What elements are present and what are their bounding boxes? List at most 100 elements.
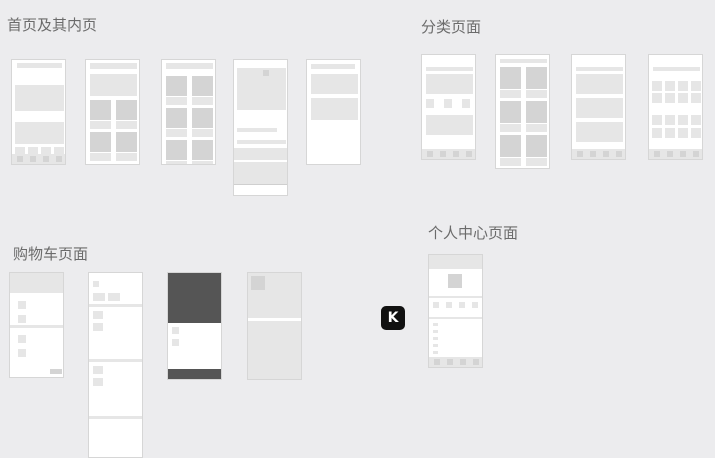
- wireframe-block: [234, 162, 287, 184]
- wireframe-block: [433, 302, 439, 308]
- wireframe-block: [667, 151, 673, 157]
- wireframe-block: [311, 74, 358, 94]
- wireframe-block: [652, 115, 662, 125]
- wireframe-block: [434, 359, 440, 365]
- wireframe-block: [93, 311, 103, 319]
- wireframe-block: [429, 317, 482, 319]
- wireframe-block: [89, 304, 142, 307]
- wireframe-block: [691, 115, 701, 125]
- wireframe-block: [654, 151, 660, 157]
- wireframe-block: [433, 337, 438, 340]
- wireframe-block: [422, 149, 475, 159]
- wireframe-product-detail[interactable]: [233, 59, 288, 196]
- section-title-cart: 购物车页面: [13, 245, 89, 263]
- wireframe-block: [237, 140, 286, 144]
- wireframe-block: [652, 128, 662, 138]
- wireframe-block: [459, 302, 465, 308]
- wireframe-block: [429, 357, 482, 367]
- wireframe-block: [93, 281, 99, 287]
- wireframe-order-detail[interactable]: [247, 272, 302, 380]
- wireframe-category-4[interactable]: [648, 54, 703, 160]
- k-app-icon[interactable]: K: [381, 306, 405, 330]
- wireframe-checkout[interactable]: [88, 272, 143, 458]
- wireframe-category-1[interactable]: [421, 54, 476, 160]
- wireframe-block: [93, 323, 103, 331]
- wireframe-block: [691, 128, 701, 138]
- wireframe-block: [17, 63, 62, 68]
- wireframe-block: [311, 64, 355, 69]
- wireframe-block: [426, 74, 473, 94]
- wireframe-block: [192, 140, 213, 160]
- wireframe-block: [500, 67, 521, 89]
- wireframe-block: [448, 274, 462, 288]
- wireframe-block: [678, 128, 688, 138]
- wireframe-block: [466, 151, 472, 157]
- wireframe-search[interactable]: [306, 59, 361, 165]
- wireframe-block: [166, 140, 187, 160]
- wireframe-block: [166, 63, 213, 69]
- wireframe-block: [526, 90, 547, 98]
- section-title-category: 分类页面: [421, 18, 482, 36]
- wireframe-block: [89, 416, 142, 419]
- wireframe-block: [526, 67, 547, 89]
- wireframe-block: [192, 97, 213, 105]
- wireframe-block: [433, 344, 438, 347]
- wireframe-block: [10, 273, 63, 293]
- wireframe-cart[interactable]: [9, 272, 64, 378]
- wireframe-block: [665, 93, 675, 103]
- wireframe-block: [576, 67, 623, 71]
- wireframe-block: [28, 147, 38, 159]
- wireframe-block: [691, 93, 701, 103]
- wireframe-block: [15, 85, 64, 111]
- wireframe-block: [433, 323, 438, 326]
- wireframe-block: [192, 76, 213, 96]
- wireframe-block: [447, 359, 453, 365]
- wireframe-block: [526, 135, 547, 157]
- wireframe-block: [192, 161, 213, 164]
- wireframe-block: [526, 158, 547, 166]
- wireframe-category-2[interactable]: [495, 54, 550, 169]
- wireframe-block: [90, 153, 111, 161]
- wireframe-block: [248, 321, 301, 379]
- wireframe-block: [653, 67, 700, 71]
- wireframe-block: [426, 115, 473, 135]
- wireframe-block: [691, 81, 701, 91]
- wireframe-block: [444, 99, 452, 108]
- wireframe-block: [192, 129, 213, 137]
- wireframe-product-grid[interactable]: [161, 59, 216, 165]
- wireframe-home[interactable]: [11, 59, 66, 165]
- wireframe-block: [237, 128, 277, 132]
- wireframe-block: [500, 158, 521, 166]
- wireframe-product-list[interactable]: [85, 59, 140, 165]
- wireframe-block: [251, 276, 265, 290]
- wireframe-block: [263, 70, 269, 76]
- wireframe-block: [18, 301, 26, 309]
- wireframe-category-3[interactable]: [571, 54, 626, 160]
- wireframe-block: [472, 302, 478, 308]
- section-title-home: 首页及其内页: [7, 16, 98, 34]
- wireframe-block: [116, 153, 137, 161]
- wireframe-payment[interactable]: [167, 272, 222, 380]
- wireframe-block: [500, 90, 521, 98]
- wireframe-block: [168, 369, 221, 379]
- wireframe-block: [90, 100, 111, 120]
- wireframe-block: [603, 151, 609, 157]
- wireframe-block: [234, 148, 287, 160]
- wireframe-block: [590, 151, 596, 157]
- wireframe-block: [500, 101, 521, 123]
- wireframe-block: [166, 129, 187, 137]
- wireframe-profile[interactable]: [428, 254, 483, 368]
- wireframe-block: [237, 68, 286, 110]
- wireframe-block: [43, 156, 49, 162]
- wireframe-block: [652, 93, 662, 103]
- wireframe-block: [426, 67, 473, 71]
- wireframe-block: [166, 76, 187, 96]
- wireframe-block: [17, 156, 23, 162]
- wireframe-block: [90, 74, 137, 96]
- wireframe-block: [168, 273, 221, 323]
- wireframe-block: [116, 132, 137, 152]
- section-title-profile: 个人中心页面: [428, 224, 519, 242]
- wireframe-block: [678, 115, 688, 125]
- wireframe-block: [10, 325, 63, 328]
- wireframe-block: [460, 359, 466, 365]
